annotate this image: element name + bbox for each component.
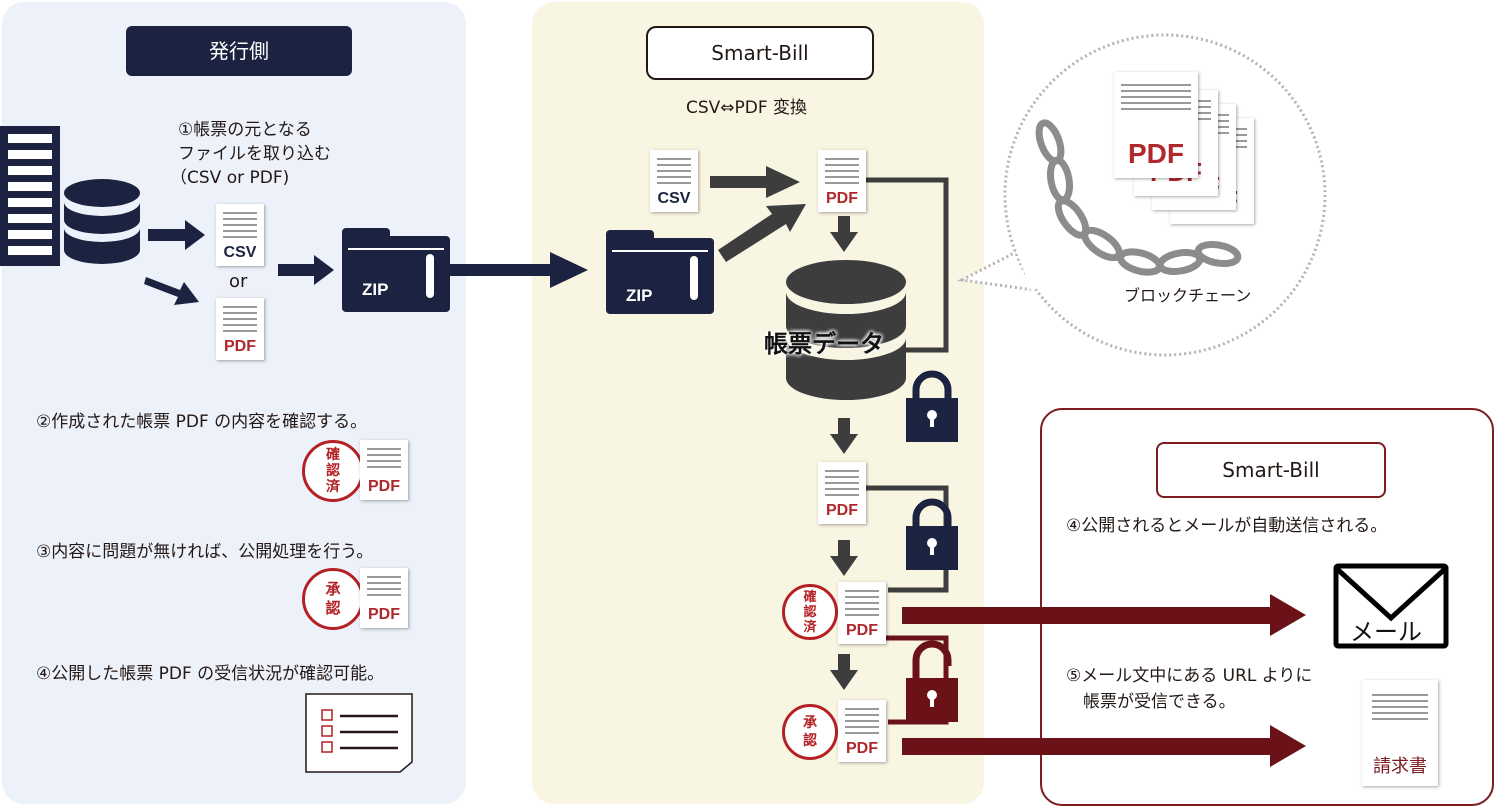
csv-document-icon: CSV — [216, 204, 264, 266]
import-arrows — [144, 220, 588, 305]
data-database-icon — [786, 260, 906, 400]
pdf-document-icon: PDF — [360, 568, 408, 628]
receiver-step4: ④公開されるとメールが自動送信される。 — [1066, 516, 1388, 536]
csv-document-icon: CSV — [650, 150, 698, 212]
pdf-document-icon: PDF — [360, 440, 408, 500]
step1-line1: ①帳票の元となる — [178, 120, 312, 140]
lock-icon-1 — [906, 370, 958, 442]
invoice-document-icon: 請求書 — [1362, 680, 1438, 786]
pdf-document-icon: PDF — [838, 582, 886, 644]
issuer-title: 発行側 — [126, 26, 352, 76]
or-label: or — [229, 271, 248, 292]
lock-icon-2 — [906, 498, 958, 570]
conversion-label: CSV⇔PDF 変換 — [686, 98, 808, 118]
step4-text: ④公開した帳票 PDF の受信状況が確認可能。 — [36, 664, 385, 684]
process-arrows — [710, 166, 858, 690]
zip-folder-icon: ZIP — [342, 228, 450, 312]
lock-open-icon — [906, 640, 958, 722]
smartbill-title: Smart-Bill — [646, 26, 874, 80]
receiver-title: Smart-Bill — [1156, 442, 1386, 498]
blockchain-label: ブロックチェーン — [1124, 286, 1252, 305]
server-rack-icon — [0, 126, 60, 266]
pdf-document-icon: PDF — [838, 700, 886, 762]
pdf-document-icon: PDF — [216, 298, 264, 360]
mail-envelope-icon — [1333, 563, 1449, 649]
issuer-panel — [2, 2, 466, 804]
checklist-icon — [305, 693, 413, 773]
step3-text: ③内容に問題が無ければ、公開処理を行う。 — [36, 542, 374, 562]
stamp-confirmed-icon: 確認済 — [782, 584, 838, 640]
step1-line3: （CSV or PDF) — [170, 168, 290, 188]
chain-icon — [1035, 119, 1242, 276]
mail-label: メール — [1350, 618, 1422, 646]
step2-text: ②作成された帳票 PDF の内容を確認する。 — [36, 412, 368, 432]
pdf-stack-document: PDF — [1114, 72, 1198, 178]
send-arrows — [902, 594, 1306, 767]
zip-folder-icon: ZIP — [606, 230, 714, 314]
receiver-step5-line1: ⑤メール文中にある URL よりに — [1066, 666, 1313, 686]
stamp-approved-icon: 承認 — [782, 704, 838, 760]
step1-line2: ファイルを取り込む — [178, 144, 331, 164]
database-label: 帳票データ — [764, 330, 884, 358]
database-icon — [64, 179, 140, 264]
stamp-approved-icon: 承認 — [302, 568, 364, 630]
pdf-document-icon: PDF — [818, 462, 866, 524]
pdf-document-icon: PDF — [818, 150, 866, 212]
stamp-confirmed-icon: 確認済 — [302, 440, 364, 502]
receiver-step5-line2: 帳票が受信できる。 — [1066, 692, 1236, 712]
